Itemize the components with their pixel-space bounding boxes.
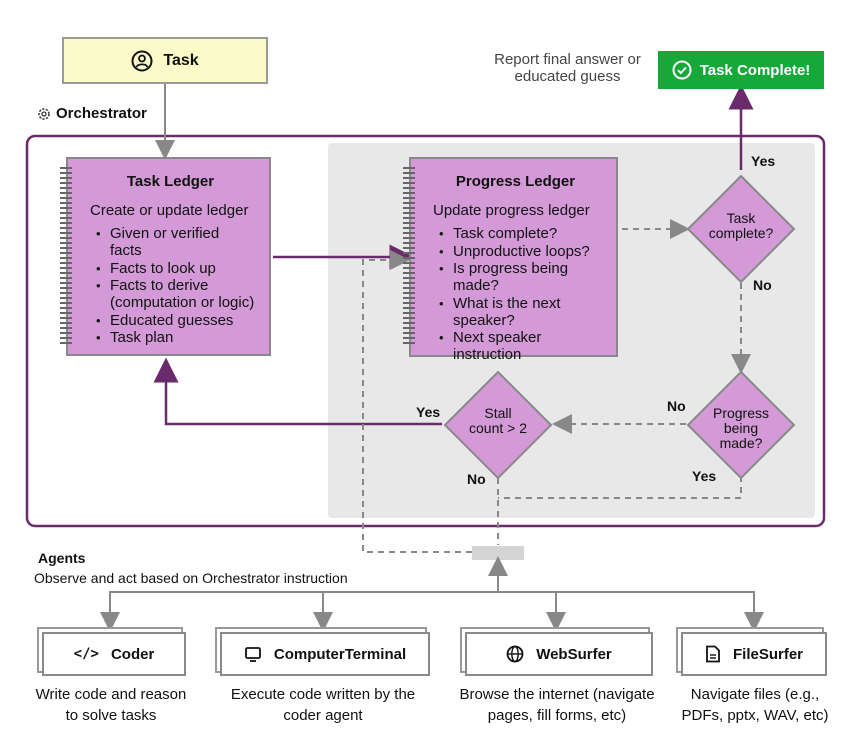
- list-item: Task complete?: [439, 225, 602, 242]
- monitor-icon: [244, 647, 261, 662]
- list-item: Facts to derive (computation or logic): [96, 277, 255, 311]
- agent-name: WebSurfer: [536, 645, 612, 663]
- task-ledger-subtitle: Create or update ledger: [90, 202, 249, 219]
- agent-name: FileSurfer: [732, 645, 804, 663]
- progress-ledger-list: Task complete? Unproductive loops? Is pr…: [429, 225, 602, 363]
- agent-card-coder: </> Coder: [42, 632, 186, 676]
- task-complete-label: Task Complete!: [699, 61, 811, 79]
- task-ledger: Task Ledger Create or update ledger Give…: [60, 157, 271, 356]
- globe-icon: [506, 645, 524, 663]
- progress-question: Progress being made?: [712, 405, 770, 451]
- gear-icon: [38, 107, 50, 120]
- agent-name: Coder: [110, 645, 155, 663]
- file-icon: [706, 645, 720, 663]
- list-item: What is the next speaker?: [439, 295, 602, 329]
- agent-desc-coder: Write code and reason to solve tasks: [35, 686, 187, 724]
- yes-label: Yes: [692, 468, 717, 484]
- agents-title: Agents: [38, 550, 86, 566]
- task-complete-question: Task complete?: [708, 210, 774, 241]
- list-item: Task plan: [96, 329, 255, 346]
- task-ledger-title: Task Ledger: [126, 173, 215, 190]
- progress-ledger-title: Progress Ledger: [455, 173, 576, 190]
- user-icon: [131, 50, 153, 71]
- task-ledger-list: Given or verified facts Facts to look up…: [86, 225, 255, 346]
- task-complete-diamond: [686, 174, 796, 284]
- yes-label: Yes: [416, 404, 441, 420]
- list-item: Is progress being made?: [439, 260, 602, 294]
- agents-subtitle: Observe and act based on Orchestrator in…: [34, 570, 348, 586]
- ledger-binding: [403, 167, 415, 347]
- agent-name: ComputerTerminal: [273, 645, 407, 663]
- agent-card-computerterminal: ComputerTerminal: [220, 632, 430, 676]
- list-item: Unproductive loops?: [439, 243, 602, 260]
- yes-label: Yes: [751, 153, 776, 169]
- agent-desc-computerterminal: Execute code written by the coder agent: [230, 686, 416, 724]
- task-complete-badge: Task Complete!: [658, 51, 824, 89]
- no-label: No: [467, 471, 486, 487]
- check-circle-icon: [672, 60, 692, 80]
- code-icon: </>: [73, 646, 99, 662]
- list-item: Given or verified facts: [96, 225, 255, 259]
- agent-card-websurfer: WebSurfer: [465, 632, 653, 676]
- task-box: Task: [62, 37, 268, 84]
- orchestrator-label: Orchestrator: [56, 105, 147, 122]
- agent-desc-websurfer: Browse the internet (navigate pages, fil…: [459, 686, 655, 724]
- orchestrator-heading: Orchestrator: [36, 105, 147, 122]
- ledger-binding: [60, 167, 72, 346]
- progress-diamond: [686, 370, 796, 480]
- task-label: Task: [163, 51, 199, 69]
- orchestrator-frame: [25, 134, 826, 528]
- agent-card-filesurfer: FileSurfer: [681, 632, 827, 676]
- stall-count-question: Stall count > 2: [469, 405, 527, 436]
- list-item: Educated guesses: [96, 312, 255, 329]
- stall-diamond: [443, 370, 553, 480]
- agent-desc-filesurfer: Navigate files (e.g., PDFs, pptx, WAV, e…: [681, 686, 829, 724]
- list-item: Facts to look up: [96, 260, 255, 277]
- progress-ledger-subtitle: Update progress ledger: [433, 202, 590, 219]
- agents-hub: [472, 546, 524, 560]
- no-label: No: [753, 277, 772, 293]
- no-label: No: [667, 398, 686, 414]
- list-item: Next speaker instruction: [439, 329, 602, 363]
- report-final-text: Report final answer or educated guess: [494, 51, 641, 85]
- progress-ledger: Progress Ledger Update progress ledger T…: [403, 157, 618, 363]
